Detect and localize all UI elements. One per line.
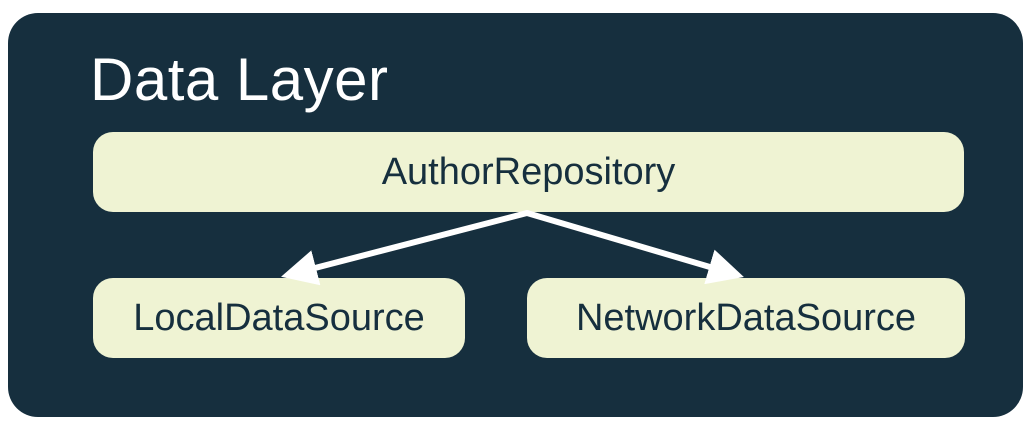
node-network-data-source-label: NetworkDataSource (575, 296, 917, 339)
node-network-data-source: NetworkDataSource (527, 278, 965, 358)
node-local-data-source-label: LocalDataSource (133, 296, 425, 339)
data-layer-container: Data Layer AuthorRepository LocalDataSou… (8, 13, 1023, 417)
diagram-title: Data Layer (90, 46, 389, 113)
node-author-repository-label: AuthorRepository (381, 150, 676, 193)
node-local-data-source: LocalDataSource (93, 278, 465, 358)
node-author-repository: AuthorRepository (93, 132, 964, 212)
